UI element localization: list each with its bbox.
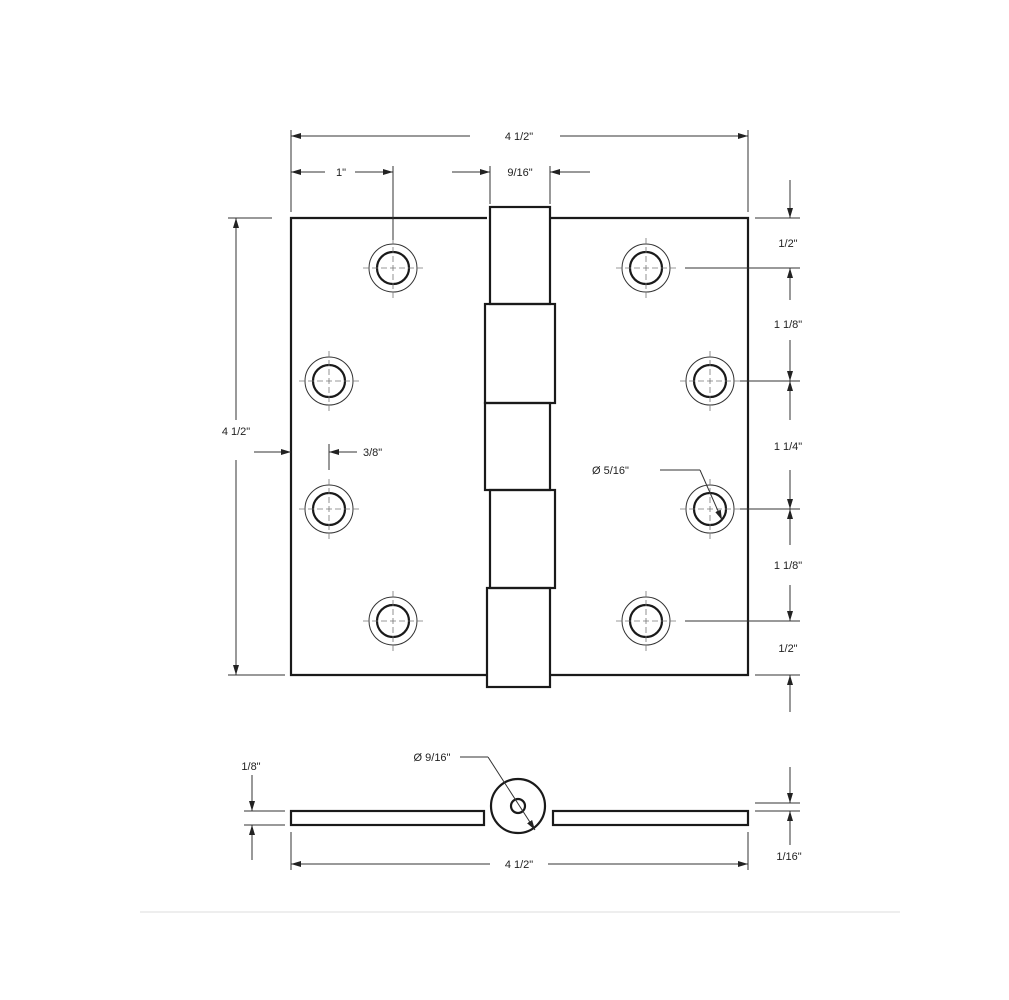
dim-hole-offset: 1" (336, 167, 346, 179)
side-left-leaf (289, 809, 486, 827)
dim-overall-height: 4 1/2" (222, 426, 250, 438)
dim-v4: 1/2" (778, 643, 797, 655)
pin-circle (509, 797, 527, 815)
dim-pin-diameter: Ø 9/16" (414, 752, 451, 764)
dim-gap: 1/16" (776, 851, 801, 863)
dim-v0: 1/2" (778, 238, 797, 250)
knuckle-circle (489, 777, 547, 835)
screw-hole (299, 351, 359, 411)
side-view (244, 756, 800, 870)
side-right-leaf (551, 809, 750, 827)
dim-knuckle-width: 9/16" (507, 167, 532, 179)
dim-v2: 1 1/4" (774, 441, 802, 453)
screw-hole (616, 591, 676, 651)
dim-side-width: 4 1/2" (505, 859, 533, 871)
screw-hole (299, 479, 359, 539)
screw-hole (363, 238, 423, 298)
dimensions (228, 130, 800, 712)
dim-overall-width: 4 1/2" (505, 131, 533, 143)
right-leaf (550, 216, 750, 677)
screw-hole (680, 479, 740, 539)
dim-inner-hole-offset: 3/8" (363, 447, 382, 459)
front-view (289, 205, 750, 689)
dim-v1: 1 1/8" (774, 319, 802, 331)
screw-hole (616, 238, 676, 298)
dim-v3: 1 1/8" (774, 560, 802, 572)
dim-leaf-thickness: 1/8" (241, 761, 260, 773)
screw-hole (363, 591, 423, 651)
screw-holes (299, 238, 740, 651)
dim-hole-diameter: Ø 5/16" (592, 465, 629, 477)
screw-hole (680, 351, 740, 411)
left-leaf (289, 216, 487, 677)
knuckles (483, 205, 557, 689)
